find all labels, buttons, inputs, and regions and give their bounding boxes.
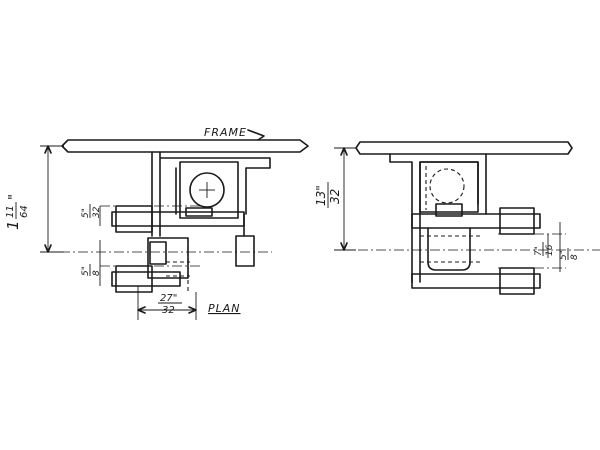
- left-pin-housing: [179, 161, 239, 219]
- svg-text:11: 11: [5, 205, 16, 218]
- left-upper-lug: [115, 205, 153, 233]
- svg-text:5": 5": [559, 250, 569, 260]
- svg-text:1: 1: [4, 220, 22, 230]
- dim-left-height: 1 11 64 ": [4, 194, 30, 230]
- svg-text:32: 32: [328, 189, 342, 204]
- right-pin-housing: [419, 161, 479, 213]
- svg-text:16: 16: [545, 244, 555, 256]
- right-bracket-body: [389, 153, 487, 283]
- left-center-block: [147, 237, 189, 279]
- frame-leader: [247, 129, 265, 141]
- right-pin-circle: [429, 168, 465, 204]
- right-lower-arm: [411, 273, 541, 289]
- left-frame-plate: [61, 139, 309, 153]
- right-lower-lug: [499, 267, 535, 295]
- left-upper-arm: [111, 211, 245, 227]
- left-lower-arm: [111, 271, 181, 287]
- right-upper-lug: [499, 207, 535, 235]
- dim-upper-offset: 5" 32: [81, 204, 102, 218]
- svg-text:5": 5": [81, 266, 91, 276]
- svg-text:32: 32: [162, 305, 175, 316]
- left-lower-lug: [115, 265, 153, 293]
- plan-label: PLAN: [208, 302, 241, 315]
- right-view: [334, 141, 600, 295]
- dim-bottom-width: 27" 32: [158, 293, 182, 316]
- svg-text:7": 7": [534, 246, 544, 256]
- svg-text:8: 8: [570, 254, 580, 260]
- dim-right-small-b: 5" 8: [559, 248, 580, 260]
- left-hanging-link: [235, 235, 255, 267]
- left-pin-circle: [189, 172, 225, 208]
- dim-right-small-a: 7" 16: [534, 242, 555, 256]
- right-frame-plate: [355, 141, 573, 155]
- svg-text:8: 8: [92, 270, 102, 276]
- frame-label: FRAME: [204, 126, 247, 139]
- svg-text:64: 64: [19, 205, 30, 218]
- right-upper-arm: [411, 213, 541, 229]
- svg-text:27": 27": [160, 293, 177, 304]
- svg-text:13": 13": [314, 185, 328, 206]
- svg-text:": ": [7, 194, 22, 200]
- dim-right-height: 13" 32: [314, 182, 342, 208]
- svg-text:5": 5": [81, 208, 91, 218]
- svg-text:32: 32: [92, 206, 102, 218]
- dim-lower-offset: 5" 8: [81, 264, 102, 276]
- left-main-bracket: [151, 151, 271, 237]
- right-inner-loop: [427, 227, 471, 271]
- left-view: [40, 129, 309, 320]
